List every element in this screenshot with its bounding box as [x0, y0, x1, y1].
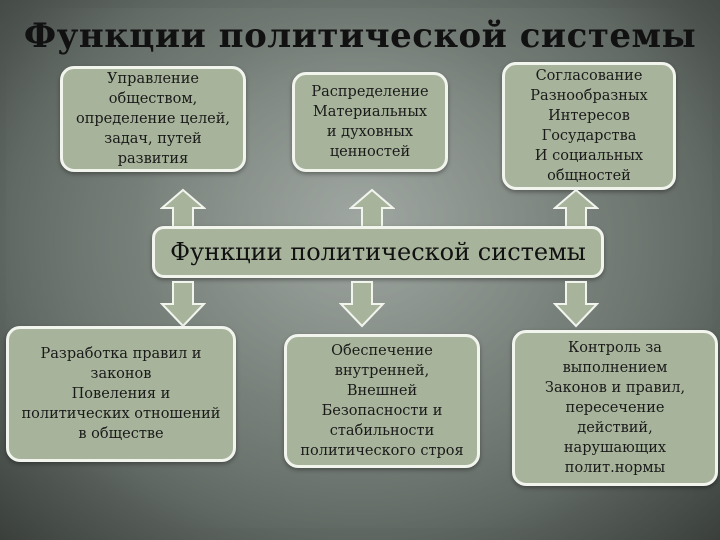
arrow-down-left: [160, 281, 206, 328]
top-box-coordination: Согласование Разнообразных Интересов Гос…: [502, 62, 676, 190]
center-box-label: Функции политической системы: [170, 238, 586, 266]
top-box-distribution-text: Распределение Материальных и духовных це…: [311, 84, 429, 160]
page-title: Функции политической системы: [23, 16, 697, 56]
arrow-up-middle: [349, 188, 395, 229]
bottom-box-lawmaking: Разработка правил и законов Повеления и …: [6, 326, 236, 462]
center-box: Функции политической системы: [152, 226, 604, 278]
top-box-governance: Управление обществом, определение целей,…: [60, 66, 246, 172]
bottom-box-lawmaking-text: Разработка правил и законов Повеления и …: [21, 346, 221, 442]
top-box-coordination-text: Согласование Разнообразных Интересов Гос…: [530, 68, 648, 184]
bottom-box-control: Контроль за выполнением Законов и правил…: [512, 330, 718, 486]
arrow-down-right: [553, 281, 599, 328]
top-box-governance-text: Управление обществом, определение целей,…: [75, 71, 231, 167]
bottom-box-security: Обеспечение внутренней, Внешней Безопасн…: [284, 334, 480, 468]
top-box-distribution: Распределение Материальных и духовных це…: [292, 72, 448, 172]
arrow-down-middle: [339, 281, 385, 328]
arrow-up-right: [553, 188, 599, 229]
bottom-box-control-text: Контроль за выполнением Законов и правил…: [544, 340, 686, 476]
arrow-up-left: [160, 188, 206, 229]
bottom-box-security-text: Обеспечение внутренней, Внешней Безопасн…: [300, 343, 464, 459]
